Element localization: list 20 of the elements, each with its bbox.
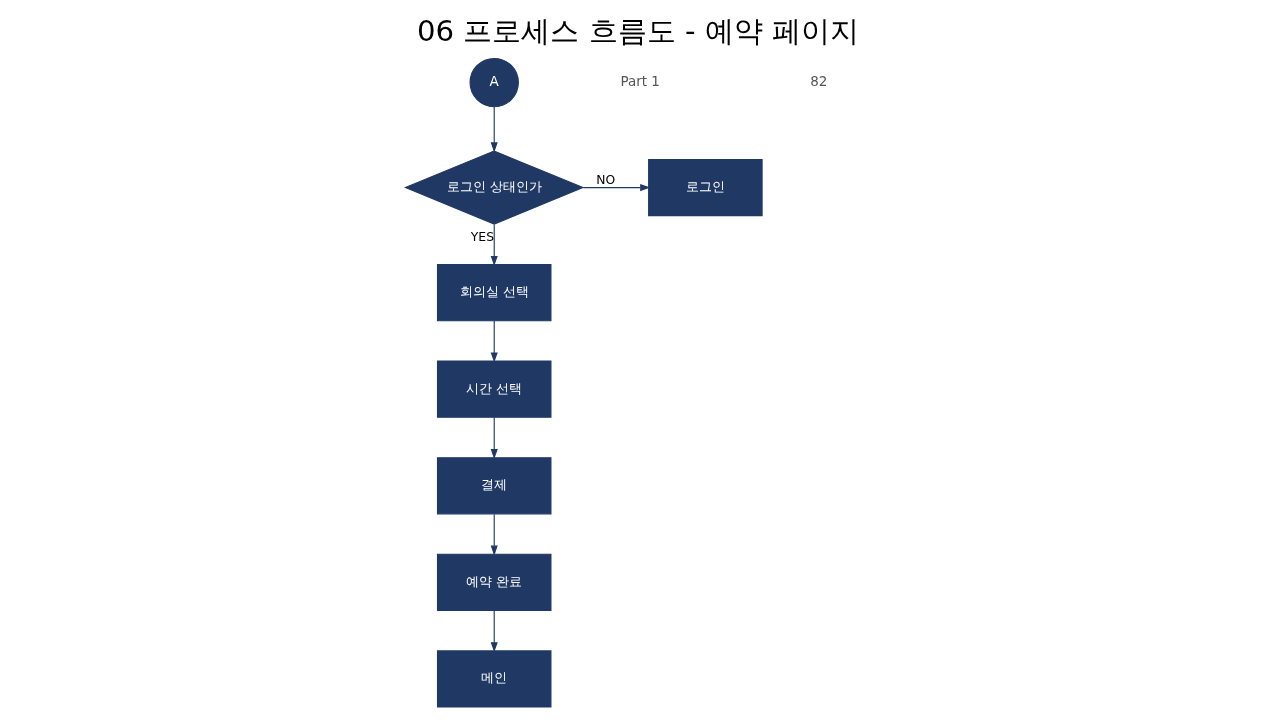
label: 82	[809, 73, 827, 90]
edge-label: NO	[595, 173, 615, 188]
node-box: 예약 완료	[436, 553, 551, 611]
node-circle: A	[469, 57, 519, 108]
node-diamond: 로그인 상태인가	[403, 150, 584, 225]
diagram-title: 06 프로세스 흐름도 - 예약 페이지	[416, 13, 859, 48]
arrow	[490, 223, 498, 266]
arrow	[490, 513, 498, 556]
edge-label: YES	[470, 229, 494, 244]
node-box: 시간 선택	[436, 360, 551, 418]
arrow	[490, 320, 498, 363]
arrow	[490, 610, 498, 653]
node-box: 로그인	[647, 158, 763, 217]
node-box: 회의실 선택	[436, 264, 551, 322]
node-box: 결제	[436, 457, 551, 515]
node-box: 메인	[436, 650, 551, 708]
label: Part 1	[619, 73, 660, 90]
arrow	[582, 184, 650, 192]
arrow	[490, 417, 498, 460]
arrow	[490, 106, 498, 153]
